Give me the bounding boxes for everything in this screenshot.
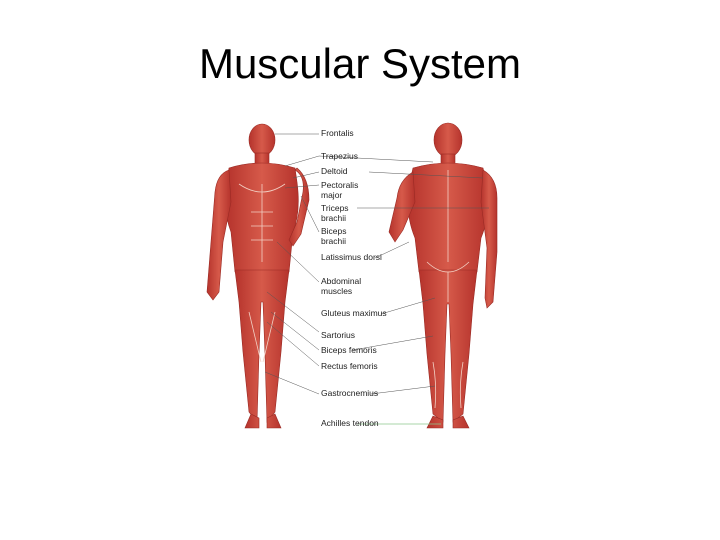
back-body-figure (388, 122, 498, 429)
label-gastrocnemius: Gastrocnemius (321, 388, 379, 398)
label-biceps-femoris: Biceps femoris (321, 345, 377, 355)
label-rectus-femoris: Rectus femoris (321, 361, 378, 371)
muscle-diagram-graphic (206, 122, 498, 429)
front-body-figure (206, 123, 310, 429)
muscle-diagram: Frontalis Trapezius Deltoid Pectoralis m… (205, 122, 501, 444)
leader-lines (264, 133, 489, 395)
label-trapezius: Trapezius (321, 151, 359, 161)
label-deltoid: Deltoid (321, 166, 348, 176)
label-biceps-line1: Biceps (321, 226, 347, 236)
slide-title: Muscular System (198, 40, 522, 87)
label-pectoralis-line1: Pectoralis (321, 180, 359, 190)
label-sartorius: Sartorius (321, 330, 356, 340)
label-biceps-line2: brachii (321, 236, 347, 246)
label-pectoralis-line2: major (321, 190, 343, 200)
label-achilles-tendon: Achilles tendon (321, 418, 379, 428)
label-triceps-line1: Triceps (321, 203, 349, 213)
label-triceps-line2: brachii (321, 213, 347, 223)
label-gluteus-maximus: Gluteus maximus (321, 308, 387, 318)
label-abdominal-line1: Abdominal (321, 276, 362, 286)
label-latissimus-dorsi: Latissimus dorsi (321, 252, 382, 262)
label-abdominal-line2: muscles (321, 286, 353, 296)
label-frontalis: Frontalis (321, 128, 354, 138)
